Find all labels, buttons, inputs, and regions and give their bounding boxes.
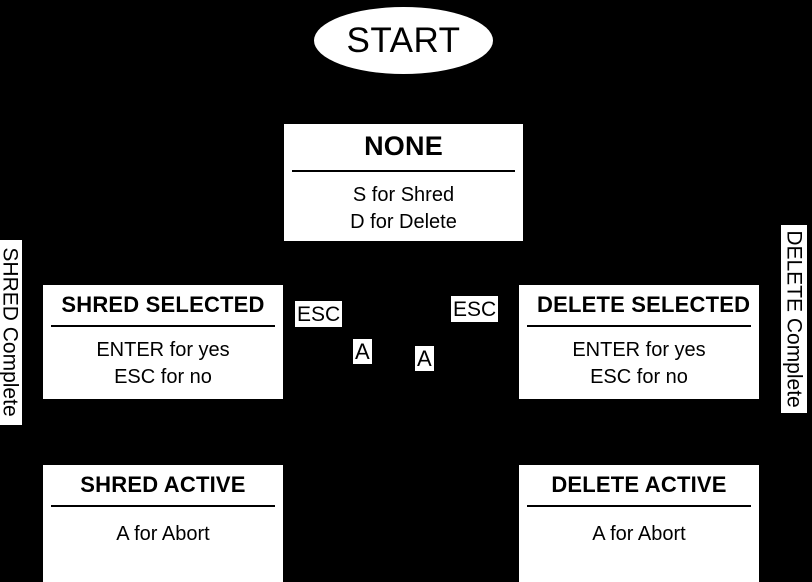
edge-label-shred-complete-text: SHRED Complete <box>0 247 22 418</box>
start-node-label: START <box>346 21 461 60</box>
state-title-shred-active: SHRED ACTIVE <box>51 465 275 507</box>
state-title-shred-selected: SHRED SELECTED <box>51 285 275 327</box>
state-body-shred-active: A for Abort <box>116 522 210 545</box>
state-node-delete-selected[interactable]: DELETE SELECTED ENTER for yes ESC for no <box>519 285 759 399</box>
state-title-none: NONE <box>292 124 515 172</box>
state-node-delete-active[interactable]: DELETE ACTIVE A for Abort <box>519 465 759 582</box>
edge-label-delete-complete-text: DELETE Complete <box>783 230 807 408</box>
edge-label-delete-abort: A <box>415 346 434 372</box>
state-body-delete-selected: ENTER for yes ESC for no <box>572 338 706 389</box>
edge-label-shred-abort: A <box>353 339 372 365</box>
state-title-delete-selected: DELETE SELECTED <box>527 285 751 327</box>
edge-label-shred-cancel: ESC <box>295 301 343 328</box>
state-body-shred-selected: ENTER for yes ESC for no <box>96 338 230 389</box>
state-body-none: S for Shred D for Delete <box>350 183 457 234</box>
edge-label-delete-complete: DELETE Complete <box>781 225 807 413</box>
start-node[interactable]: START <box>314 7 493 74</box>
state-node-none[interactable]: NONE S for Shred D for Delete <box>284 124 523 241</box>
edge-label-delete-cancel: ESC <box>451 296 499 323</box>
state-body-delete-active: A for Abort <box>592 522 686 545</box>
state-node-shred-selected[interactable]: SHRED SELECTED ENTER for yes ESC for no <box>43 285 283 399</box>
edge-label-shred-complete: SHRED Complete <box>0 240 22 425</box>
state-node-shred-active[interactable]: SHRED ACTIVE A for Abort <box>43 465 283 582</box>
state-title-delete-active: DELETE ACTIVE <box>527 465 751 507</box>
